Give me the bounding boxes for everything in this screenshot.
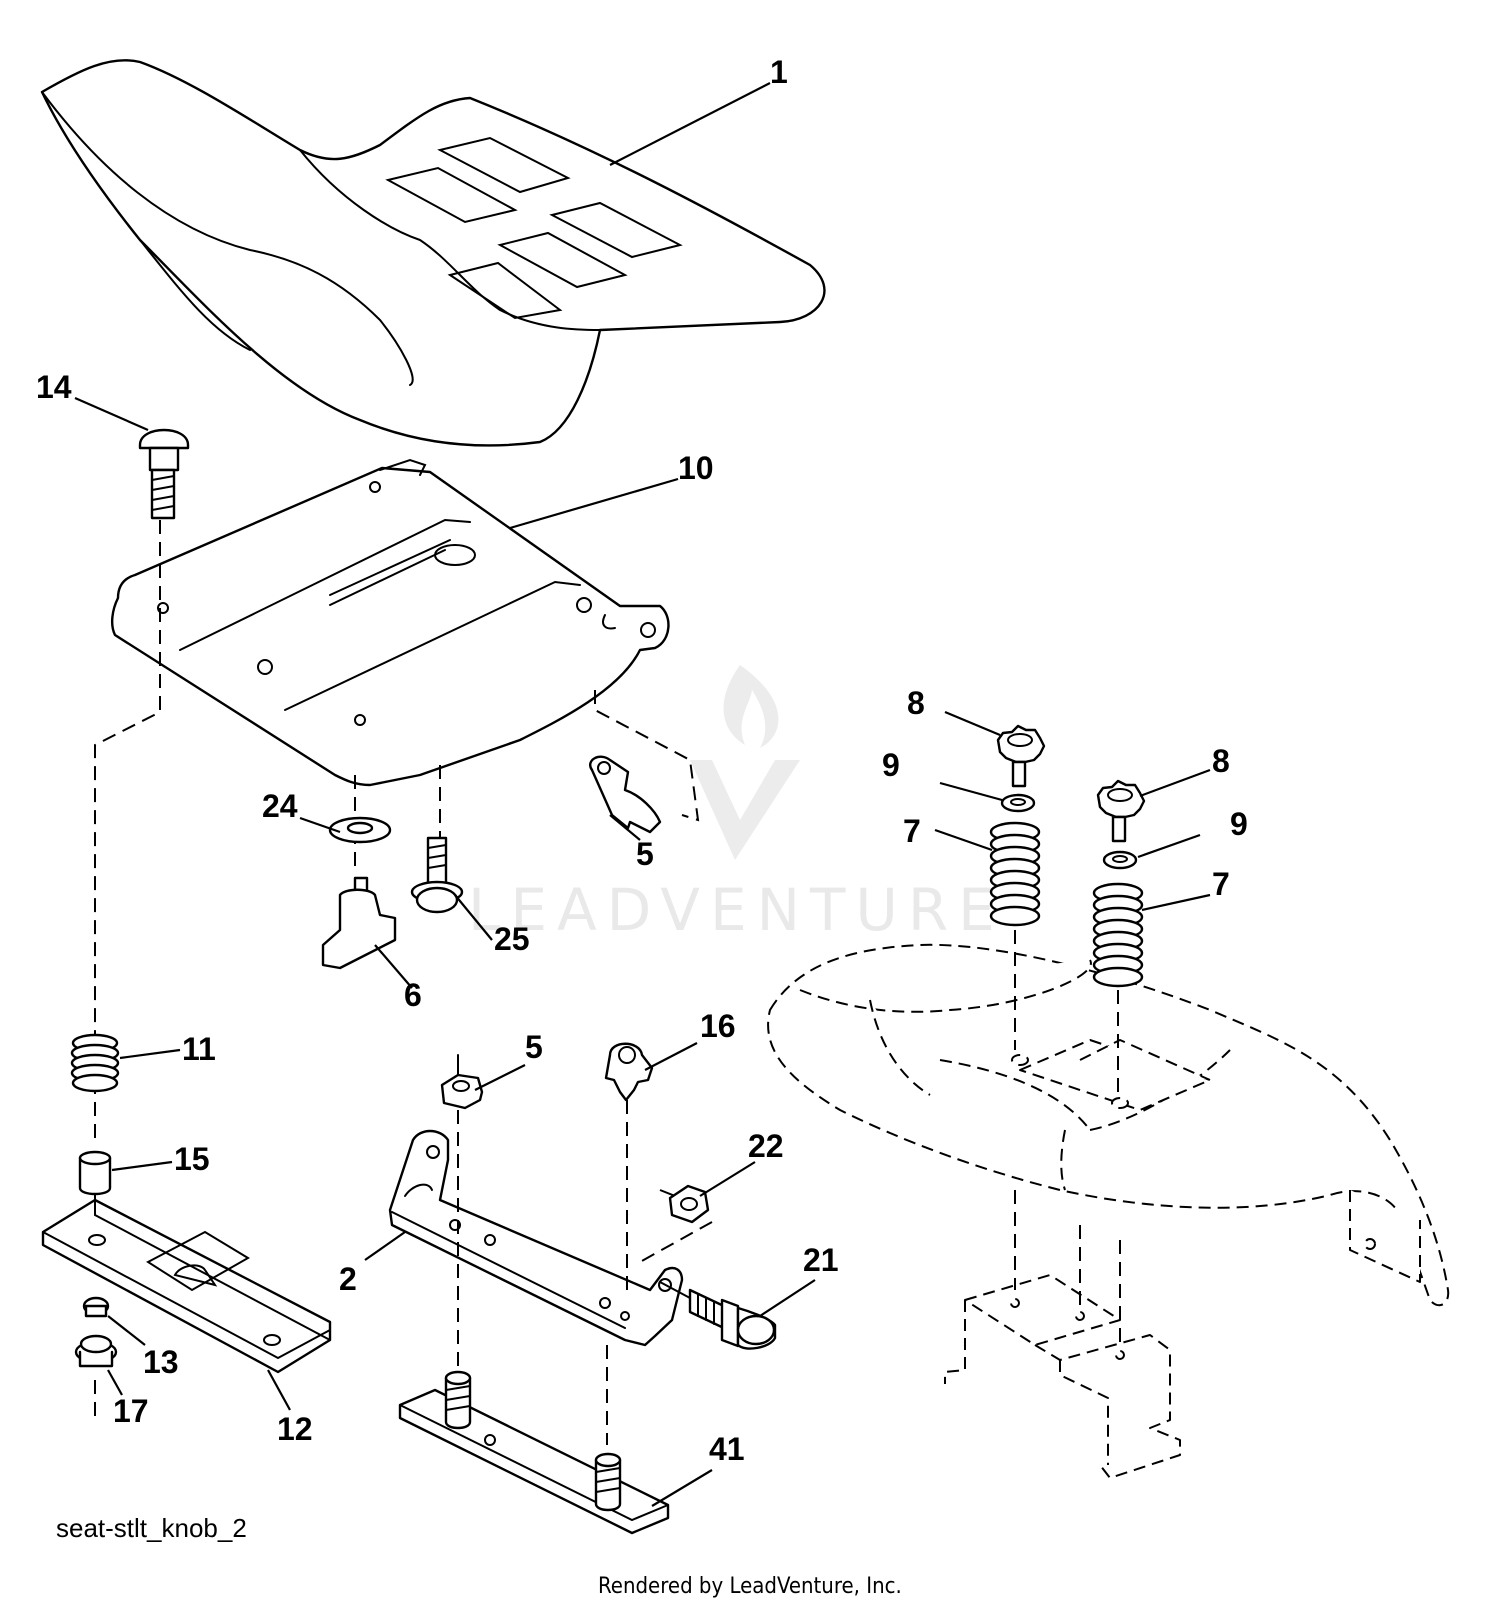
callout-41: 41 — [709, 1431, 745, 1467]
callout-5b: 16 — [700, 1008, 736, 1044]
seat-pan-part — [110, 458, 670, 787]
leader-15 — [111, 1160, 173, 1172]
knob-8b-part — [1096, 779, 1146, 843]
assembly-lines-left — [94, 520, 700, 1420]
leader-7b — [1141, 893, 1211, 912]
fender-part — [767, 943, 1450, 1307]
callout-22: 22 — [748, 1128, 784, 1164]
leader-21 — [759, 1279, 816, 1317]
leader-5b — [644, 1042, 698, 1071]
callout-16: 11 — [182, 1031, 216, 1067]
nut-13-part — [82, 1296, 110, 1318]
leader-11 — [374, 944, 413, 989]
shoulder-bolt-part — [410, 836, 464, 914]
callout-17: 17 — [113, 1393, 149, 1429]
leader-13 — [107, 1315, 146, 1346]
callout-1: 1 — [770, 54, 788, 90]
leader-7a — [934, 828, 993, 852]
callout-7b: 7 — [1212, 866, 1230, 902]
watermark-text: LEADVENTURE — [468, 876, 1005, 944]
callout-8a: 8 — [907, 685, 925, 721]
callout-9b: 9 — [1230, 806, 1248, 842]
render-credit: Rendered by LeadVenture, Inc. — [598, 1574, 902, 1599]
nut-22-part — [668, 1184, 710, 1224]
diagram-caption: seat-stlt_knob_2 — [56, 1513, 247, 1543]
stud-plate-part — [398, 1370, 670, 1535]
leader-10 — [509, 477, 679, 530]
nut-6-part — [440, 1054, 484, 1110]
leader-9a — [939, 781, 1003, 802]
leader-6 — [474, 1064, 526, 1091]
carriage-bolt-part — [138, 428, 190, 520]
leader-25 — [454, 894, 493, 941]
leader-5a — [609, 814, 641, 841]
fender-bracket-part — [944, 1274, 1181, 1479]
bracket-part — [388, 1129, 684, 1347]
clip-5-upper-part — [589, 755, 662, 834]
seat-part — [40, 59, 826, 447]
callout-2: 2 — [339, 1261, 357, 1297]
assembly-lines-center — [457, 1100, 713, 1445]
callout-12: 12 — [277, 1411, 313, 1447]
leader-8b — [1139, 768, 1211, 798]
callout-24: 24 — [262, 788, 298, 824]
assembly-lines-right — [1014, 930, 1121, 1345]
knob-8a-part — [996, 724, 1046, 788]
flange-nut-17-part — [74, 1334, 118, 1368]
leader-12 — [267, 1369, 291, 1411]
leader-1 — [609, 82, 771, 166]
clip-5-lower-part — [604, 1042, 654, 1102]
leader-41 — [651, 1469, 713, 1507]
callout-25: 25 — [494, 921, 530, 957]
leader-8a — [944, 710, 1001, 737]
callout-11: 6 — [404, 977, 422, 1013]
callout-7a: 7 — [903, 813, 921, 849]
spring-7a-part — [989, 821, 1041, 927]
callout-14: 14 — [36, 369, 72, 405]
washer-9b-part — [1102, 850, 1138, 870]
spring-16-part — [70, 1033, 120, 1093]
callout-5a: 5 — [636, 836, 654, 872]
callout-8b: 8 — [1212, 743, 1230, 779]
callout-13: 13 — [143, 1344, 179, 1380]
spacer-15-part — [78, 1150, 112, 1196]
callout-9a: 9 — [882, 747, 900, 783]
spring-7b-part — [1092, 882, 1144, 988]
leader-17 — [107, 1369, 123, 1396]
washer-24-part — [328, 816, 392, 844]
callout-10: 10 — [678, 450, 714, 486]
washer-9a-part — [1000, 793, 1036, 813]
callout-6: 5 — [525, 1029, 543, 1065]
leader-9b — [1137, 833, 1201, 859]
leader-14 — [74, 396, 149, 432]
watermark: LEADVENTURE — [468, 665, 1005, 944]
leader-16 — [119, 1048, 181, 1060]
leader-22 — [699, 1161, 756, 1197]
callout-15: 15 — [174, 1141, 210, 1177]
slide-plate-part — [41, 1198, 332, 1374]
callout-21: 21 — [803, 1242, 839, 1278]
leader-2 — [364, 1231, 406, 1261]
shoulder-bolt-21-part — [659, 1281, 777, 1350]
leader-24 — [299, 816, 341, 834]
